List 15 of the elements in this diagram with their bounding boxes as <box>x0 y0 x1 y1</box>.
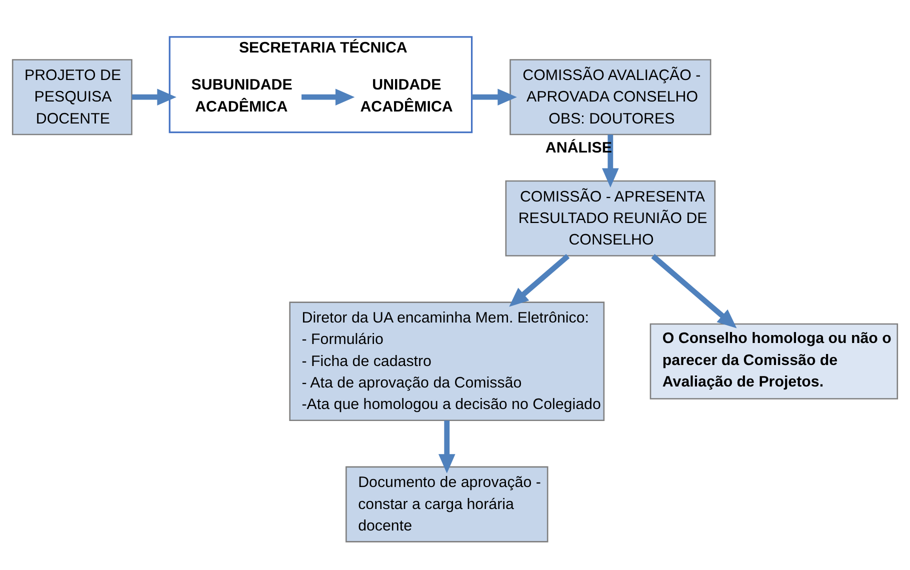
arrow <box>302 88 355 106</box>
node-box: Documento de aprovação - constar a carga horária docente <box>346 466 548 542</box>
node-box: O Conselho homologa ou não o parecer da Comissão de Avaliação de Projetos. <box>650 323 898 400</box>
arrow <box>438 420 456 474</box>
arrow <box>602 134 619 188</box>
arrow <box>509 254 570 307</box>
node-box: COMISSÃO AVALIAÇÃO - APROVADA CONSELHO OBS: DOUTORES <box>510 59 712 136</box>
arrow <box>472 88 517 106</box>
node-box: COMISSÃO - APRESENTA RESULTADO REUNIÃO DE CONSELHO <box>505 180 716 256</box>
node-text: UNIDADE ACADÊMICA <box>360 76 453 116</box>
node-text: SUBUNIDADE ACADÊMICA <box>191 76 292 116</box>
node-box: Diretor da UA encaminha Mem. Eletrônico: - Formulário - Ficha de cadastro - Ata de aprovação da Comissão -Ata que homologou a decisão no Colegiado <box>289 302 605 422</box>
arrow <box>132 88 176 106</box>
node-box: PROJETO DE PESQUISA DOCENTE <box>12 59 132 136</box>
arrow <box>651 254 737 328</box>
